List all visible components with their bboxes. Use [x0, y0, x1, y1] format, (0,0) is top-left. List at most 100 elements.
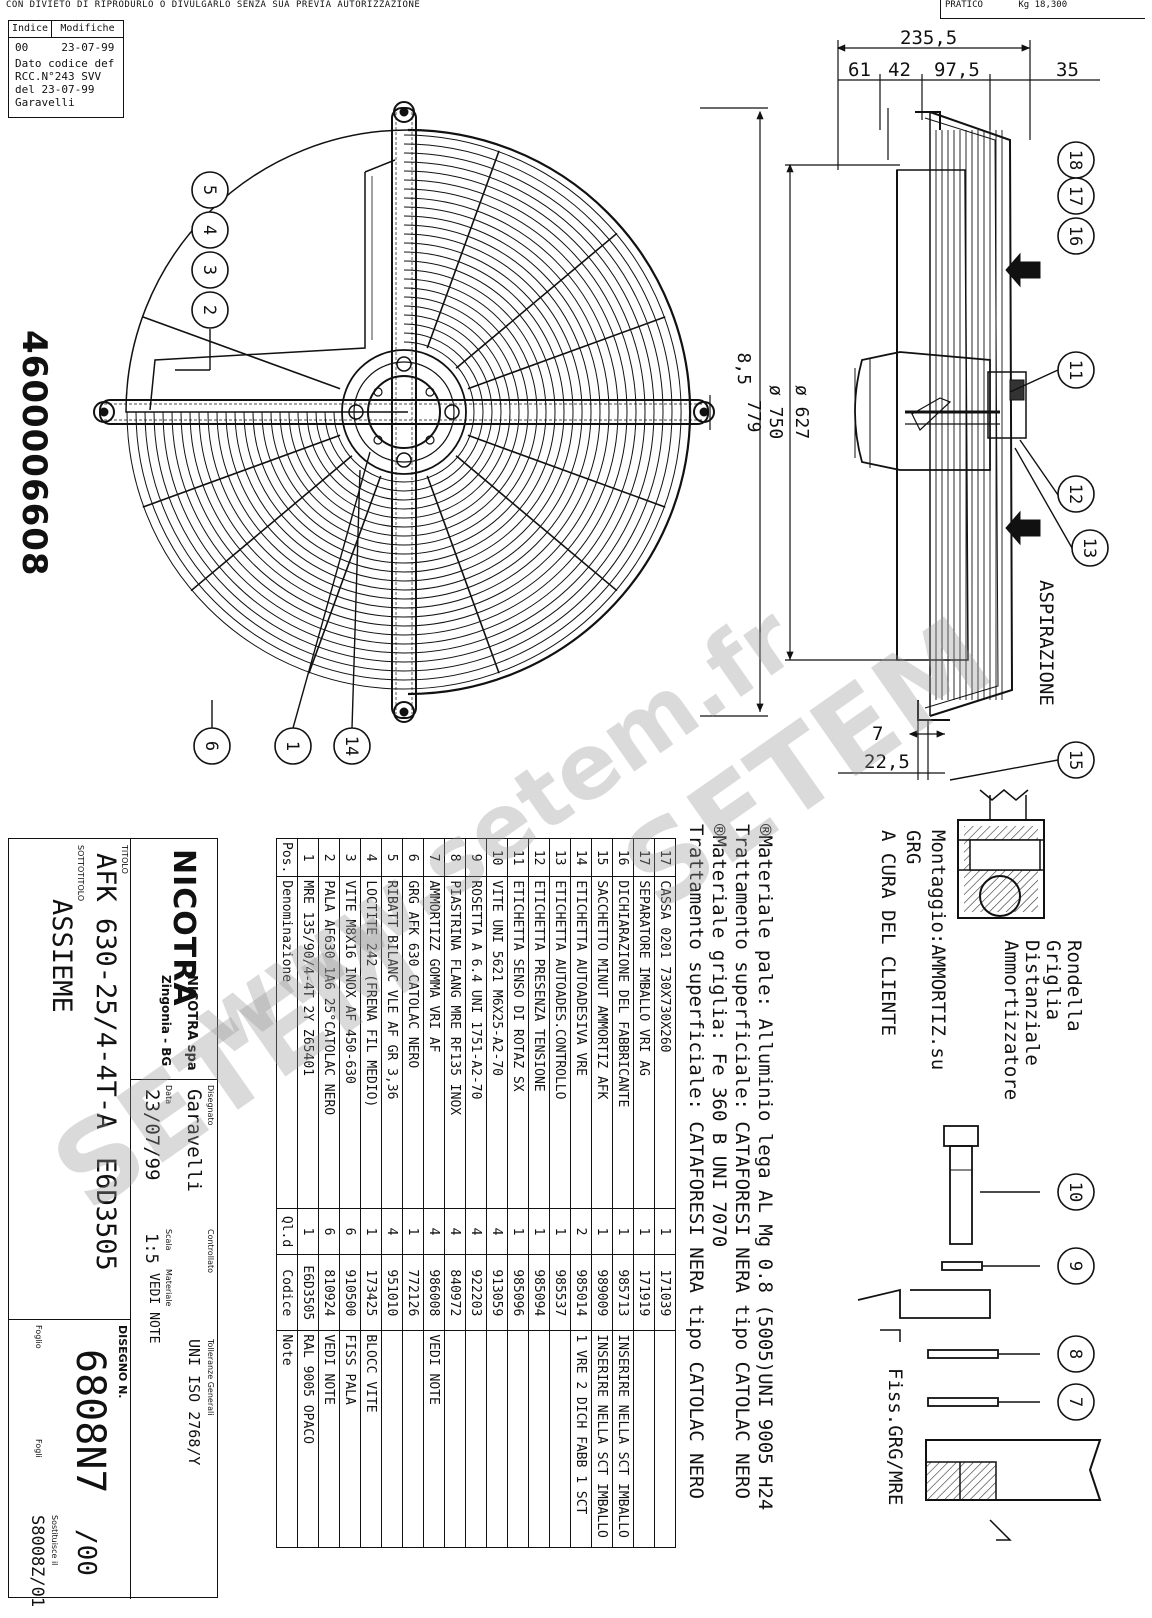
balloon-label: 8 [1065, 1349, 1085, 1359]
disegno-value: 6808N7 [67, 1349, 113, 1494]
bom-cell-qty: 1 [507, 1208, 529, 1255]
balloon-circle [191, 251, 229, 289]
balloon-label: 1 [282, 741, 302, 751]
revision-box: Indice Modifiche 00 23-07-99 Dato codice… [8, 20, 124, 118]
bom-cell-note [381, 1330, 403, 1548]
balloon-label: 6 [201, 741, 221, 751]
balloon-circle [1057, 217, 1095, 255]
balloon-circle [191, 171, 229, 209]
dim-hole-offset: 8,5 [733, 352, 754, 385]
bom-cell-pos: 6 [402, 838, 424, 877]
guard-ring [198, 206, 610, 618]
note-line: ®Materiale griglia: Fe 360 B UNI 7070 [708, 824, 730, 1248]
bom-cell-pos: 16 [612, 838, 634, 877]
bom-cell-qty: 2 [570, 1208, 592, 1255]
materiale-label: Materiale [164, 1269, 173, 1307]
balloon-label: 15 [1065, 750, 1085, 770]
bom-cell-code: E6D3505 [297, 1254, 319, 1331]
guard-spoke [190, 455, 353, 592]
bom-cell-desc: CASSA 0201 730X730X260 [654, 876, 676, 1209]
bom-cell-pos: 1 [297, 838, 319, 877]
bom-cell-qty: 1 [528, 1208, 550, 1255]
note-line: Trattamento superficiale: CATAFORESI NER… [731, 824, 753, 1499]
bom-cell-code: 951010 [381, 1254, 403, 1331]
bom-cell-qty: 4 [381, 1208, 403, 1255]
guard-ring [270, 278, 538, 546]
guard-ring [207, 215, 601, 609]
guard-spoke [142, 434, 341, 508]
bom-cell-qty: 1 [549, 1208, 571, 1255]
guard-outer-ring [407, 128, 692, 696]
disegnato-label: Disegnato [206, 1085, 215, 1126]
balloon-label: 4 [199, 225, 219, 235]
guard-ring [315, 323, 493, 501]
bom-header-code: Codice [276, 1254, 298, 1331]
bom-cell-code: 171919 [633, 1254, 655, 1331]
dimension-labels: 235,5 61 42 97,5 35 8,5 779 ø 627 ø 750 … [733, 27, 1079, 773]
balloon-circle [333, 727, 371, 765]
bom-cell-note: INSERIRE NELLA SCT IMBALLO [612, 1330, 634, 1548]
revision-line: Dato codice def [15, 57, 115, 70]
balloon-label: 10 [1065, 1182, 1085, 1202]
scala-label: Scala [164, 1229, 173, 1251]
part-number: 4600006608 [14, 330, 54, 577]
guard-ring [243, 251, 565, 573]
titolo-value: AFK 630-25/4-4T-A [90, 853, 121, 1130]
scala-value: 1:5 [141, 1233, 161, 1264]
company-cell: NICOTRA NICOTRA spa Zingonia - BG [130, 839, 217, 1080]
balloon-label: 9 [1065, 1261, 1085, 1271]
guard-spoke [455, 455, 618, 592]
bom-cell-pos: 3 [339, 838, 361, 877]
data-label: Data [164, 1085, 173, 1105]
dim-flange-offset: 22,5 [864, 751, 910, 773]
note-line: Trattamento superficiale: CATAFORESI NER… [685, 824, 707, 1499]
guard-ring [189, 197, 619, 627]
drawing-number-cell: DISEGNO N. 6808N7 /00 Foglio Fogli Sosti… [9, 1319, 131, 1607]
foglio-label: Foglio [34, 1325, 43, 1349]
bom-cell-note [549, 1330, 571, 1548]
guard-ring [297, 305, 511, 519]
company-full: NICOTRA spa [184, 975, 199, 1071]
bom-cell-note [465, 1330, 487, 1548]
bom-cell-note [402, 1330, 424, 1548]
bom-cell-desc: LOCTITE 242 (FRENA FIL MEDIO) [360, 876, 382, 1209]
bom-cell-code: 986008 [423, 1254, 445, 1331]
bom-cell-qty: 1 [654, 1208, 676, 1255]
bom-cell-pos: 8 [444, 838, 466, 877]
balloon-circle [274, 727, 312, 765]
bom-cell-code: 173425 [360, 1254, 382, 1331]
dim-diam-blade: ø 627 [791, 385, 812, 439]
title-cell: TITOLO AFK 630-25/4-4T-A E6D3505 SOTTOTI… [9, 839, 131, 1320]
bom-cell-desc: ETICHETTA PRESENZA TENSIONE [528, 876, 550, 1209]
guard-ring [126, 134, 682, 690]
bom-cell-code: 989009 [591, 1254, 613, 1331]
balloon-circle [1057, 741, 1095, 779]
bom-cell-code: 171039 [654, 1254, 676, 1331]
bom-cell-pos: 10 [486, 838, 508, 877]
dim-height: 779 [743, 400, 764, 433]
side-view [854, 111, 1073, 781]
bom-cell-note: FISS PALA [339, 1330, 361, 1548]
balloon-circle [1057, 351, 1095, 389]
guard-ring [171, 179, 637, 645]
montaggio-line2: A CURA DEL CLIENTE [877, 830, 899, 1036]
bom-cell-code: 985014 [570, 1254, 592, 1331]
sostituisce-label: Sostituisce il [50, 1515, 59, 1566]
bom-cell-pos: 17 [654, 838, 676, 877]
guard-ring [279, 287, 529, 537]
bom-cell-qty: 4 [423, 1208, 445, 1255]
dim-d1: 61 [848, 59, 871, 81]
guard-spoke [467, 434, 666, 508]
title-block-inner: NICOTRA NICOTRA spa Zingonia - BG Disegn… [9, 839, 217, 1607]
revision-line: del 23-07-99 [15, 83, 95, 96]
titolo-code: E6D3505 [90, 1157, 121, 1271]
